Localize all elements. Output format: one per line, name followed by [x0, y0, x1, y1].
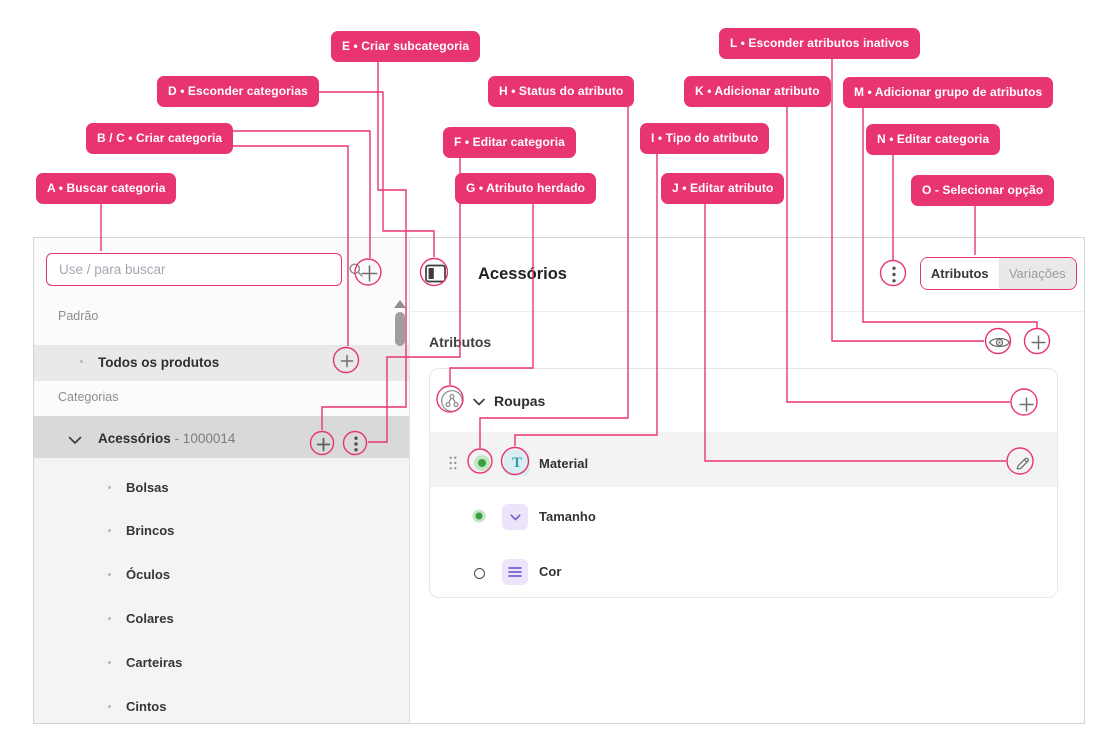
annotation-label-k: K • Adicionar atributo: [684, 76, 831, 107]
attribute-status-active-icon: [472, 509, 486, 523]
add-attribute-group-button[interactable]: [1025, 329, 1051, 355]
plus-icon: [316, 437, 330, 451]
attributes-section-label: Atributos: [429, 334, 492, 350]
category-sidebar: Padrão Todos os produtos Categorias Aces…: [34, 238, 410, 723]
kebab-menu-icon: [354, 436, 358, 452]
scroll-up-arrow[interactable]: [394, 300, 406, 308]
pencil-icon: [1016, 457, 1029, 470]
annotation-label-g: G • Atributo herdado: [455, 173, 597, 204]
annotation-label-bc: B / C • Criar categoria: [86, 123, 234, 154]
attribute-type-text-icon: T: [504, 450, 530, 476]
panel-collapse-icon: [424, 264, 446, 282]
kebab-menu-icon: [892, 266, 896, 282]
annotation-label-e: E • Criar subcategoria: [331, 31, 481, 62]
app-panel: Padrão Todos os produtos Categorias Aces…: [33, 237, 1085, 724]
annotation-label-l: L • Esconder atributos inativos: [719, 28, 921, 59]
attribute-status-inactive-icon: [474, 568, 485, 579]
child-category-label: Brincos: [126, 523, 175, 538]
bullet-icon: [108, 705, 111, 708]
bullet-icon: [108, 529, 111, 532]
sidebar-item-child[interactable]: Bolsas: [34, 466, 409, 510]
sidebar-item-child[interactable]: Colares: [34, 597, 409, 641]
tab-atributos[interactable]: Atributos: [921, 258, 999, 289]
attribute-status-active-icon: [474, 455, 490, 471]
child-category-label: Cintos: [126, 699, 167, 714]
attribute-group-header[interactable]: Roupas: [430, 369, 1057, 431]
tab-variacoes[interactable]: Variações: [998, 258, 1076, 289]
chevron-down-icon[interactable]: [473, 398, 486, 406]
children-region-bg: [34, 458, 409, 723]
attribute-name: Tamanho: [539, 509, 596, 524]
sidebar-item-child[interactable]: Carteiras: [34, 641, 409, 685]
sidebar-item-child[interactable]: Brincos: [34, 509, 409, 553]
sidebar-item-child[interactable]: Óculos: [34, 553, 409, 597]
page-title: Acessórios: [478, 265, 567, 283]
inherited-attribute-icon: [441, 390, 464, 413]
create-category-root-button[interactable]: [334, 348, 360, 374]
scrollbar-thumb[interactable]: [395, 312, 405, 346]
tab-group: Atributos Variações: [920, 257, 1077, 290]
chevron-down-icon[interactable]: [68, 432, 82, 450]
bullet-icon: [108, 486, 111, 489]
bullet-icon: [108, 617, 111, 620]
annotation-label-f: F • Editar categoria: [443, 127, 576, 158]
eye-icon: [988, 337, 1010, 347]
child-category-label: Óculos: [126, 567, 171, 582]
category-code: - 1000014: [174, 431, 236, 446]
edit-category-menu-button[interactable]: [881, 261, 907, 287]
annotation-label-j: J • Editar atributo: [661, 173, 785, 204]
category-menu-button[interactable]: [343, 431, 369, 457]
hide-inactive-attributes-button[interactable]: [986, 329, 1012, 355]
annotation-label-d: D • Esconder categorias: [157, 76, 319, 107]
annotation-label-o: O - Selecionar opção: [911, 175, 1055, 206]
annotation-label-i: I • Tipo do atributo: [640, 123, 770, 154]
child-category-label: Carteiras: [126, 655, 183, 670]
section-label-default: Padrão: [58, 309, 99, 323]
attribute-row-cor[interactable]: Cor: [430, 542, 1057, 597]
create-category-button[interactable]: [356, 260, 382, 286]
child-category-label: Colares: [126, 611, 174, 626]
type-letter: T: [511, 454, 522, 471]
sidebar-item-child[interactable]: Cintos: [34, 685, 409, 729]
search-input[interactable]: [46, 253, 342, 286]
plus-icon: [1018, 396, 1034, 412]
drag-handle-icon[interactable]: [449, 456, 458, 471]
bullet-icon: [108, 661, 111, 664]
add-attribute-button[interactable]: [1013, 391, 1039, 417]
create-subcategory-button[interactable]: [310, 431, 336, 457]
hide-categories-button[interactable]: [422, 260, 448, 286]
attribute-row-tamanho[interactable]: Tamanho: [430, 487, 1057, 542]
bullet-icon: [80, 360, 83, 363]
edit-attribute-button[interactable]: [1009, 450, 1035, 476]
attribute-name: Material: [539, 456, 589, 471]
annotation-label-h: H • Status do atributo: [488, 76, 635, 107]
attribute-group-card: Roupas T Material: [429, 368, 1058, 598]
bullet-icon: [108, 573, 111, 576]
attribute-group-name: Roupas: [494, 393, 546, 409]
plus-icon: [360, 264, 378, 282]
sidebar-item-selected-category[interactable]: Acessórios - 1000014: [98, 431, 235, 446]
child-category-label: Bolsas: [126, 480, 169, 495]
section-label-categories: Categorias: [58, 390, 119, 404]
annotation-label-a: A • Buscar categoria: [36, 173, 177, 204]
attribute-type-select-icon: [502, 504, 528, 530]
annotation-label-m: M • Adicionar grupo de atributos: [843, 77, 1054, 108]
attribute-row-material[interactable]: T Material: [430, 432, 1057, 487]
header-divider: [410, 311, 1083, 312]
category-name: Acessórios: [98, 431, 171, 446]
attribute-type-list-icon: [502, 559, 528, 585]
plus-icon: [1030, 334, 1046, 350]
attribute-name: Cor: [539, 564, 562, 579]
sidebar-item-all-products[interactable]: Todos os produtos: [98, 355, 220, 370]
plus-icon: [340, 354, 354, 368]
annotation-label-n: N • Editar categoria: [866, 124, 1001, 155]
